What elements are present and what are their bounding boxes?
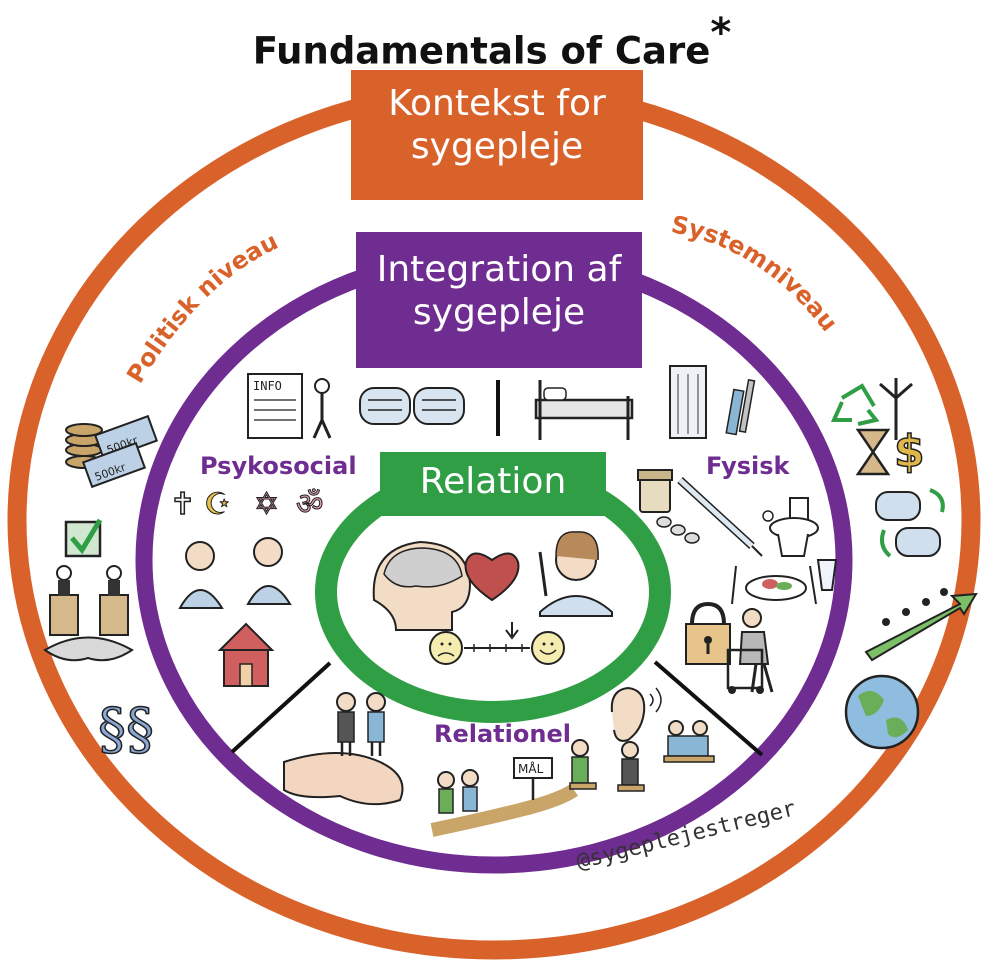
svg-text:INFO: INFO bbox=[253, 379, 282, 393]
shower-icon bbox=[669, 365, 707, 439]
integration-label: Integration af sygepleje bbox=[356, 248, 642, 334]
section-fysisk: Fysisk bbox=[706, 452, 790, 480]
section-relationel: Relationel bbox=[434, 720, 571, 748]
svg-text:§§: §§ bbox=[98, 697, 154, 762]
info-document-icon: INFO bbox=[247, 373, 332, 439]
svg-text:ॐ: ॐ bbox=[296, 487, 323, 522]
syringe-icon bbox=[677, 477, 763, 557]
walker-icon bbox=[726, 608, 774, 694]
podium-debate-icon bbox=[43, 565, 134, 662]
context-label-line1: Kontekst for bbox=[388, 83, 606, 124]
chat-icon bbox=[875, 488, 945, 558]
context-label: Kontekst for sygepleje bbox=[351, 82, 643, 168]
svg-text:☪: ☪ bbox=[204, 487, 231, 522]
toilet-icon bbox=[762, 497, 819, 557]
person-heart-icon bbox=[178, 537, 292, 609]
goal-path-icon: MÅL bbox=[430, 757, 579, 837]
brain-icon bbox=[372, 540, 472, 631]
rating-scale-icon bbox=[429, 622, 565, 665]
dollar-icon: $ bbox=[893, 425, 925, 478]
section-psykosocial: Psykosocial bbox=[200, 452, 357, 480]
speech-bubbles-icon bbox=[359, 387, 465, 425]
wind-turbine-icon bbox=[879, 378, 913, 440]
svg-text:✡: ✡ bbox=[254, 487, 279, 522]
svg-text:$: $ bbox=[894, 426, 925, 477]
context-label-line2: sygepleje bbox=[410, 126, 584, 168]
medicine-jar-icon bbox=[637, 469, 673, 513]
growth-arrow-icon bbox=[864, 588, 978, 662]
religion-symbols-icon: ✝ ☪ ✡ ॐ bbox=[169, 486, 324, 523]
ear-icon bbox=[610, 686, 662, 742]
recycle-icon bbox=[830, 383, 880, 426]
heart-icon bbox=[464, 552, 520, 602]
paragraph-icon: §§ bbox=[97, 696, 155, 763]
svg-text:✝: ✝ bbox=[170, 487, 195, 522]
integration-label-line2: sygepleje bbox=[412, 292, 586, 334]
hourglass-icon bbox=[855, 428, 891, 476]
context-box bbox=[351, 70, 643, 200]
glass-icon bbox=[816, 559, 838, 591]
checkbox-icon bbox=[64, 518, 103, 558]
integration-box bbox=[356, 232, 642, 368]
title-asterisk: * bbox=[710, 10, 732, 56]
pills-icon bbox=[656, 516, 700, 544]
diagram-title: Fundamentals of Care* bbox=[252, 10, 732, 73]
seated-people-icon bbox=[569, 720, 715, 792]
relation-label: Relation bbox=[419, 461, 567, 502]
bed-icon bbox=[534, 380, 634, 440]
meal-icon bbox=[731, 565, 817, 605]
divider-left bbox=[230, 661, 332, 754]
couple-icon bbox=[336, 692, 386, 756]
divider-right bbox=[653, 660, 764, 757]
svg-text:MÅL: MÅL bbox=[518, 761, 544, 776]
globe-icon bbox=[844, 674, 920, 750]
integration-label-line1: Integration af bbox=[376, 249, 622, 290]
lock-icon bbox=[685, 601, 731, 665]
pointing-person-icon bbox=[538, 531, 613, 617]
toothbrush-icon bbox=[725, 379, 756, 436]
house-icon bbox=[217, 622, 275, 687]
relation-box bbox=[380, 452, 606, 516]
money-icon: 500kr 500kr bbox=[81, 414, 159, 489]
